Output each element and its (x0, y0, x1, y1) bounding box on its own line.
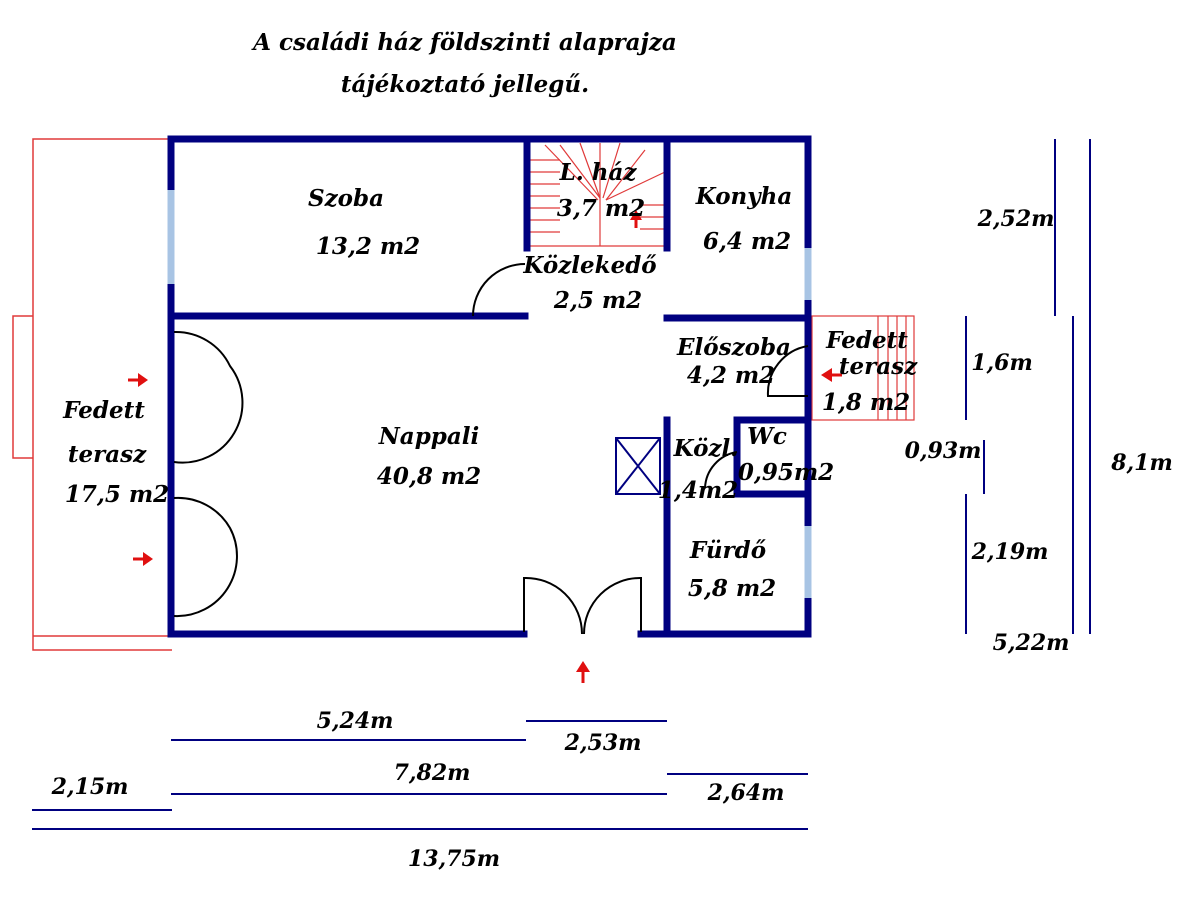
room-small-terrace-name1: Fedett (825, 327, 908, 354)
dim-13-75: 13,75m (408, 846, 500, 872)
arrow-right-icon (128, 373, 148, 387)
dim-2-53: 2,53m (564, 730, 642, 756)
room-kozlekedo-name: Közlekedő (522, 252, 656, 279)
dim-5-24: 5,24m (317, 708, 394, 734)
room-lepcsohaz-name: L. ház (559, 159, 638, 186)
doors (173, 263, 809, 635)
dim-8-1: 8,1m (1110, 450, 1173, 476)
room-small-terrace-area: 1,8 m2 (822, 389, 910, 416)
dim-2-19: 2,19m (971, 539, 1049, 565)
small-terrace-steps (811, 315, 915, 421)
plan-title-line1: A családi ház földszinti alaprajza (251, 29, 677, 56)
room-eloszoba-name: Előszoba (676, 334, 791, 361)
arrow-left-icon (821, 368, 842, 382)
staircase (530, 142, 666, 247)
room-furdo-name: Fürdő (689, 537, 766, 564)
chimney-shaft (615, 437, 661, 495)
room-nappali-area: 40,8 m2 (377, 463, 481, 490)
room-nappali-name: Nappali (378, 423, 479, 450)
entrance-arrows (128, 210, 842, 683)
dim-7-82: 7,82m (394, 760, 471, 786)
dim-5-22: 5,22m (993, 630, 1070, 656)
room-small-terrace-name2: terasz (839, 353, 918, 380)
room-large-terrace-area: 17,5 m2 (65, 481, 169, 508)
dim-2-15: 2,15m (51, 774, 129, 800)
arrow-right-icon (133, 552, 153, 566)
large-terrace-outline (12, 138, 172, 651)
dim-2-52: 2,52m (977, 206, 1055, 232)
room-konyha-area: 6,4 m2 (703, 228, 791, 255)
room-large-terrace-name2: terasz (68, 441, 147, 468)
dimension-labels: 5,24m 2,53m 7,82m 2,15m 2,64m 13,75m 2,5… (51, 206, 1173, 872)
room-wc-name: Wc (747, 423, 787, 450)
room-kozlekedo-area: 2,5 m2 (553, 287, 642, 314)
plan-title-line2: tájékoztató jellegű. (341, 71, 589, 98)
room-labels: Szoba 13,2 m2 L. ház 3,7 m2 Konyha 6,4 m… (62, 159, 918, 602)
room-large-terrace-name1: Fedett (62, 397, 145, 424)
dimension-lines (32, 139, 1091, 830)
room-lepcsohaz-area: 3,7 m2 (557, 195, 645, 222)
room-szoba-area: 13,2 m2 (316, 233, 420, 260)
room-kozl-name: Közl. (673, 435, 739, 462)
room-wc-area: 0,95m2 (738, 459, 834, 486)
dim-1-6: 1,6m (971, 350, 1033, 376)
arrow-up-icon (630, 210, 642, 228)
room-furdo-area: 5,8 m2 (688, 575, 776, 602)
arrow-up-icon (576, 661, 590, 683)
room-eloszoba-area: 4,2 m2 (687, 362, 775, 389)
dim-2-64: 2,64m (707, 780, 785, 806)
room-kozl-area: 1,4m2 (658, 477, 738, 504)
room-szoba-name: Szoba (308, 185, 384, 212)
room-konyha-name: Konyha (695, 183, 793, 210)
windows (167, 190, 812, 598)
dim-0-93: 0,93m (905, 438, 982, 464)
